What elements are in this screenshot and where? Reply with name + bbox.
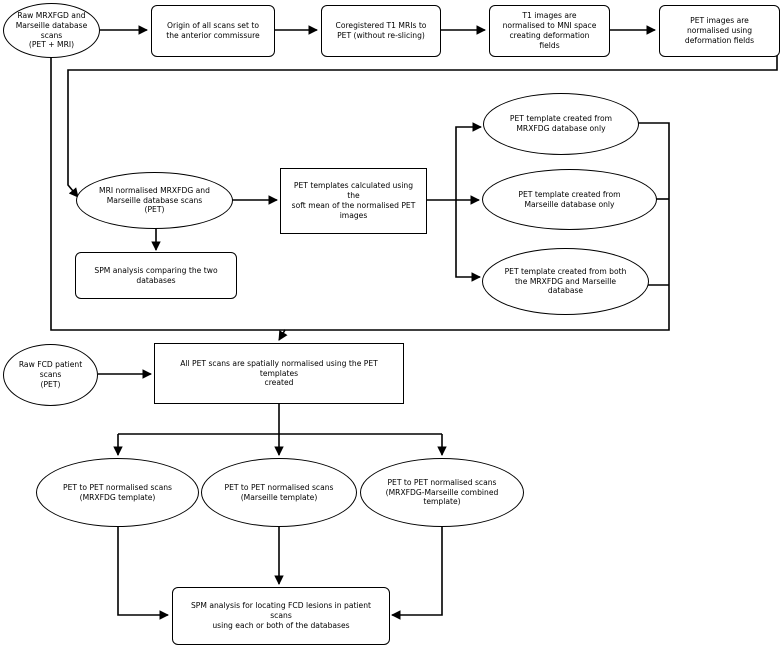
- output-mrxfdg-node: PET to PET normalised scans (MRXFDG temp…: [36, 458, 199, 527]
- mri-normalised-scans-label: MRI normalised MRXFDG and Marseille data…: [99, 185, 210, 215]
- t1-normalisation-step-node: T1 images are normalised to MNI space cr…: [489, 5, 610, 57]
- template-marseille-label: PET template created from Marseille data…: [518, 189, 621, 209]
- spm-fcd-analysis-node: SPM analysis for locating FCD lesions in…: [172, 587, 390, 645]
- template-both-label: PET template created from both the MRXFD…: [504, 266, 627, 296]
- t1-normalisation-step-label: T1 images are normalised to MNI space cr…: [502, 11, 597, 50]
- raw-fcd-scans-label: Raw FCD patient scans (PET): [18, 360, 83, 389]
- pet-normalisation-step-label: PET images are normalised using deformat…: [684, 16, 755, 45]
- templates-calculation-label: PET templates calculated using the soft …: [291, 181, 416, 220]
- template-mrxfdg-label: PET template created from MRXFDG databas…: [509, 114, 613, 133]
- templates-calculation-node: PET templates calculated using the soft …: [280, 168, 427, 234]
- output-combined-node: PET to PET normalised scans (MRXFDG-Mars…: [360, 458, 524, 527]
- raw-database-scans-label: Raw MRXFGD and Marseille database scans …: [15, 10, 88, 50]
- spatial-normalisation-node: All PET scans are spatially normalised u…: [154, 343, 404, 404]
- output-marseille-node: PET to PET normalised scans (Marseille t…: [201, 458, 357, 527]
- arrow-out-mrxfdg-to-spm: [117, 527, 169, 620]
- raw-fcd-scans-node: Raw FCD patient scans (PET): [3, 344, 98, 406]
- branch-templates: [426, 122, 482, 201]
- coregistration-step-node: Coregistered T1 MRIs to PET (without re-…: [321, 5, 441, 57]
- branch-templates-low: [455, 200, 481, 282]
- spm-compare-node: SPM analysis comparing the two databases: [75, 252, 237, 299]
- raw-database-scans-node: Raw MRXFGD and Marseille database scans …: [3, 3, 100, 58]
- output-marseille-label: PET to PET normalised scans (Marseille t…: [224, 482, 334, 502]
- spm-fcd-analysis-label: SPM analysis for locating FCD lesions in…: [190, 601, 372, 630]
- template-mrxfdg-node: PET template created from MRXFDG databas…: [483, 93, 639, 155]
- arrow-out-combined-to-spm: [391, 527, 443, 620]
- pet-normalisation-step-node: PET images are normalised using deformat…: [659, 5, 780, 57]
- arrow-pet-to-mri-norm: [67, 32, 778, 198]
- spatial-normalisation-label: All PET scans are spatially normalised u…: [180, 358, 378, 388]
- template-both-node: PET template created from both the MRXFD…: [482, 248, 649, 315]
- template-marseille-node: PET template created from Marseille data…: [482, 169, 657, 230]
- spm-compare-label: SPM analysis comparing the two databases: [94, 265, 218, 285]
- origin-step-node: Origin of all scans set to the anterior …: [151, 5, 275, 57]
- coregistration-step-label: Coregistered T1 MRIs to PET (without re-…: [335, 21, 427, 40]
- line-raw-bypass: [50, 56, 285, 331]
- origin-step-label: Origin of all scans set to the anterior …: [166, 21, 260, 40]
- output-mrxfdg-label: PET to PET normalised scans (MRXFDG temp…: [62, 482, 173, 502]
- line-template-mrxfdg: [278, 122, 670, 341]
- mri-normalised-scans-node: MRI normalised MRXFDG and Marseille data…: [76, 172, 233, 229]
- output-combined-label: PET to PET normalised scans (MRXFDG-Mars…: [385, 477, 499, 507]
